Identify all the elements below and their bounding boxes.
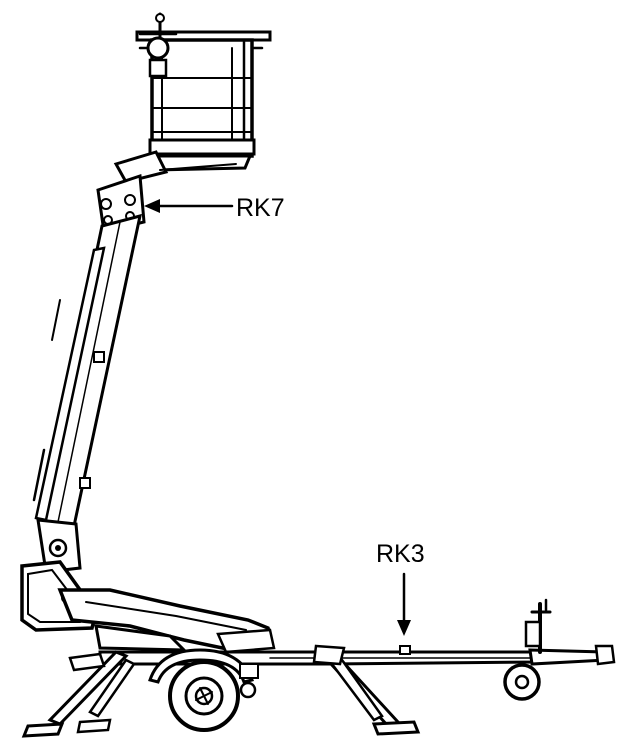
upper-boom: [32, 173, 146, 528]
basket: [113, 12, 272, 184]
rk7-label: RK7: [236, 194, 285, 222]
main-wheel: [168, 660, 240, 732]
rk3-callout: RK3: [376, 540, 425, 636]
rk7-arrow-head: [144, 199, 160, 213]
rk3-label: RK3: [376, 540, 425, 568]
rk3-arrow-head: [397, 620, 411, 636]
outriggers: [21, 644, 421, 738]
lower-boom: [20, 518, 276, 654]
jockey-wheel: [503, 663, 541, 701]
rk7-callout: RK7: [144, 194, 285, 222]
